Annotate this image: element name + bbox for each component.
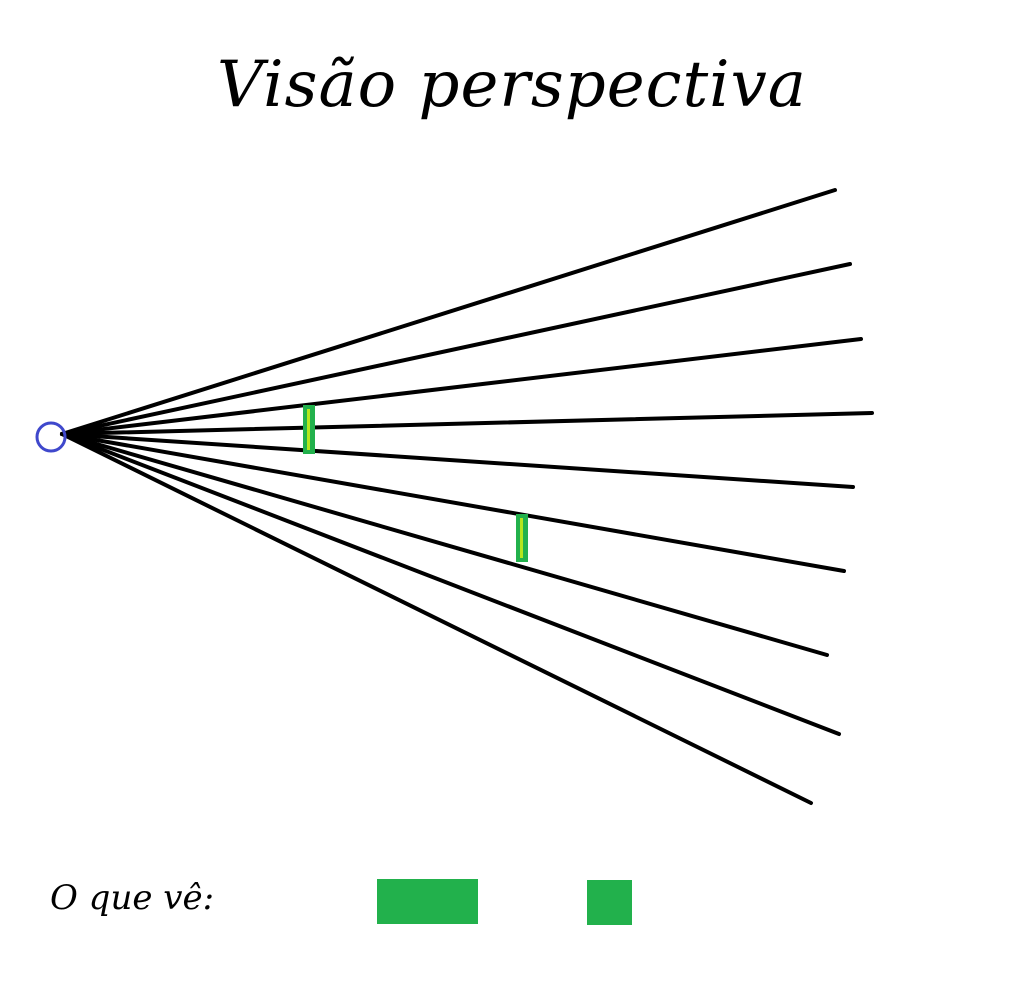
sight-ray-7	[60, 432, 829, 657]
view-far-object	[587, 880, 632, 925]
sight-rays	[60, 188, 874, 805]
sight-ray-5	[60, 432, 855, 489]
sight-ray-9	[60, 432, 813, 805]
view-caption: O que vê:	[50, 878, 215, 918]
diagram-title: Visão perspectiva	[217, 48, 807, 122]
sight-ray-6	[60, 432, 846, 573]
sight-ray-3	[60, 337, 863, 436]
sight-ray-4	[60, 411, 874, 436]
sight-ray-1	[60, 188, 837, 436]
sight-ray-2	[60, 262, 852, 436]
view-near-object	[377, 879, 478, 924]
eye-circle-icon	[35, 421, 67, 453]
sight-ray-8	[60, 432, 841, 736]
far-object	[516, 514, 528, 562]
near-object	[303, 405, 315, 454]
